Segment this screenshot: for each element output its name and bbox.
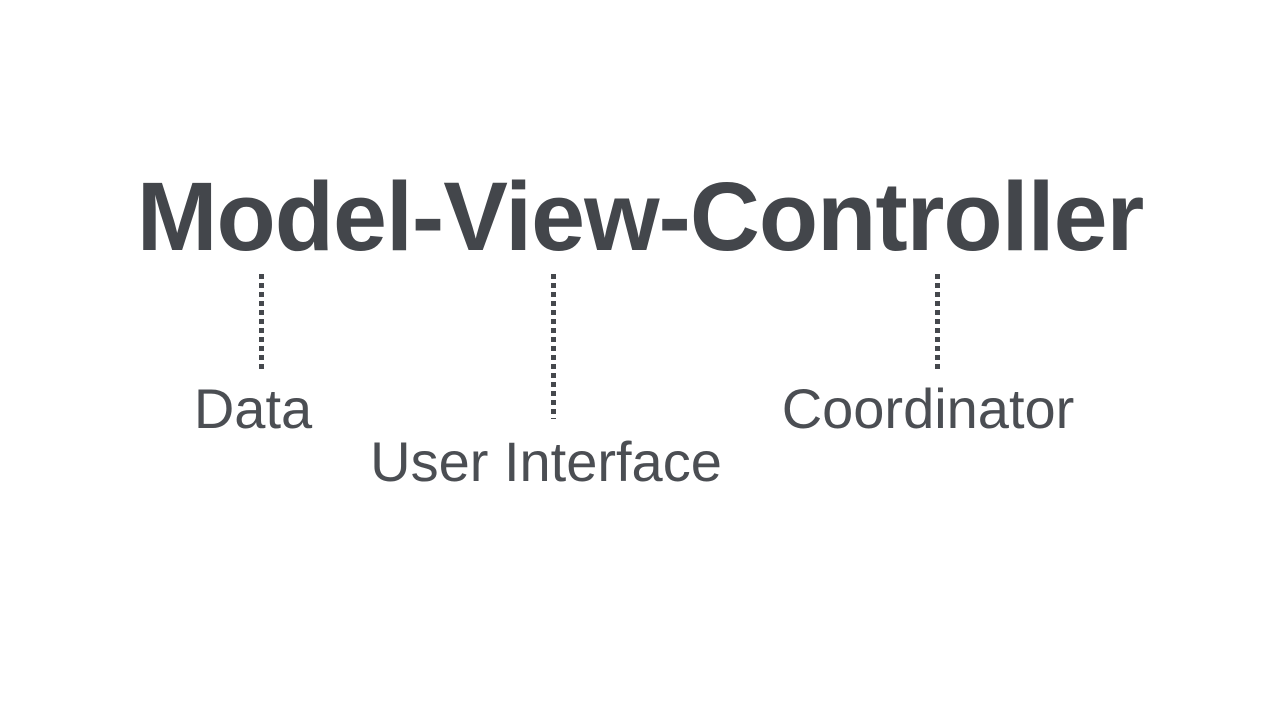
model-description-label: Data — [193, 377, 313, 440]
view-description-label: User Interface — [370, 430, 722, 493]
diagram-title: Model-View-Controller — [136, 162, 1145, 271]
controller-connector-dotted-line — [935, 274, 940, 369]
view-connector-dotted-line — [551, 274, 556, 419]
model-connector-dotted-line — [259, 274, 264, 369]
controller-description-label: Coordinator — [781, 377, 1075, 440]
